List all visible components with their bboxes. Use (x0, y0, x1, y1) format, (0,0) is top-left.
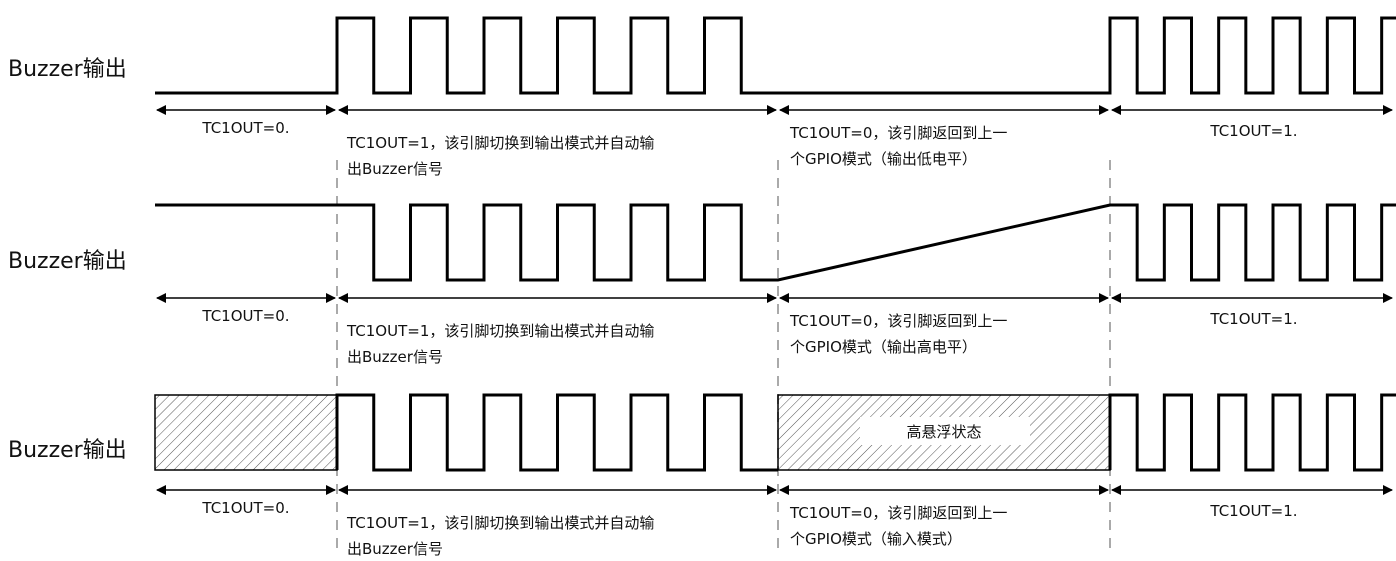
segment-note-line2: 出Buzzer信号 (347, 348, 443, 366)
waveform-line (155, 203, 1396, 282)
segment-return-line2: 个GPIO模式（输入模式） (790, 530, 962, 548)
hiz-label: 高悬浮状态 (906, 423, 981, 441)
waveform-line (155, 16, 1396, 95)
segment-label-tc1out1: TC1OUT=1. (1209, 502, 1297, 520)
timing-row-3: Buzzer输出 高悬浮状态 TC1OUT=0. TC1OUT=1，该引脚切换到输出模… (8, 393, 1396, 558)
segment-note-line1: TC1OUT=1，该引脚切换到输出模式并自动输 (346, 514, 654, 532)
row-label: Buzzer输出 (8, 249, 127, 274)
pulse-train-2 (1108, 393, 1396, 472)
segment-return-line1: TC1OUT=0，该引脚返回到上一 (789, 124, 1007, 142)
segment-label-tc1out0: TC1OUT=0. (201, 307, 289, 325)
hiz-region-before (154, 394, 338, 471)
timing-row-2: Buzzer输出 TC1OUT=0. TC1OUT=1，该引脚切换到输出模式并自动输… (8, 203, 1396, 366)
segment-note-line2: 出Buzzer信号 (347, 540, 443, 558)
segment-note-line1: TC1OUT=1，该引脚切换到输出模式并自动输 (346, 134, 654, 152)
segment-return-line1: TC1OUT=0，该引脚返回到上一 (789, 312, 1007, 330)
row-label: Buzzer输出 (8, 438, 127, 463)
segment-label-tc1out0: TC1OUT=0. (201, 499, 289, 517)
segment-note-line2: 出Buzzer信号 (347, 160, 443, 178)
segment-label-tc1out0: TC1OUT=0. (201, 119, 289, 137)
timing-row-1: Buzzer输出 TC1OUT=0. TC1OUT=1，该引脚切换到输出模式并自动输… (8, 16, 1396, 178)
segment-label-tc1out1: TC1OUT=1. (1209, 310, 1297, 328)
segment-return-line2: 个GPIO模式（输出高电平） (790, 338, 977, 356)
segment-return-line2: 个GPIO模式（输出低电平） (790, 150, 977, 168)
pulse-train-1 (335, 393, 778, 472)
segment-label-tc1out1: TC1OUT=1. (1209, 122, 1297, 140)
hiz-label-bg (860, 417, 1030, 445)
boundary-guides (336, 160, 1111, 550)
row-label: Buzzer输出 (8, 57, 127, 82)
segment-note-line1: TC1OUT=1，该引脚切换到输出模式并自动输 (346, 322, 654, 340)
segment-return-line1: TC1OUT=0，该引脚返回到上一 (789, 504, 1007, 522)
